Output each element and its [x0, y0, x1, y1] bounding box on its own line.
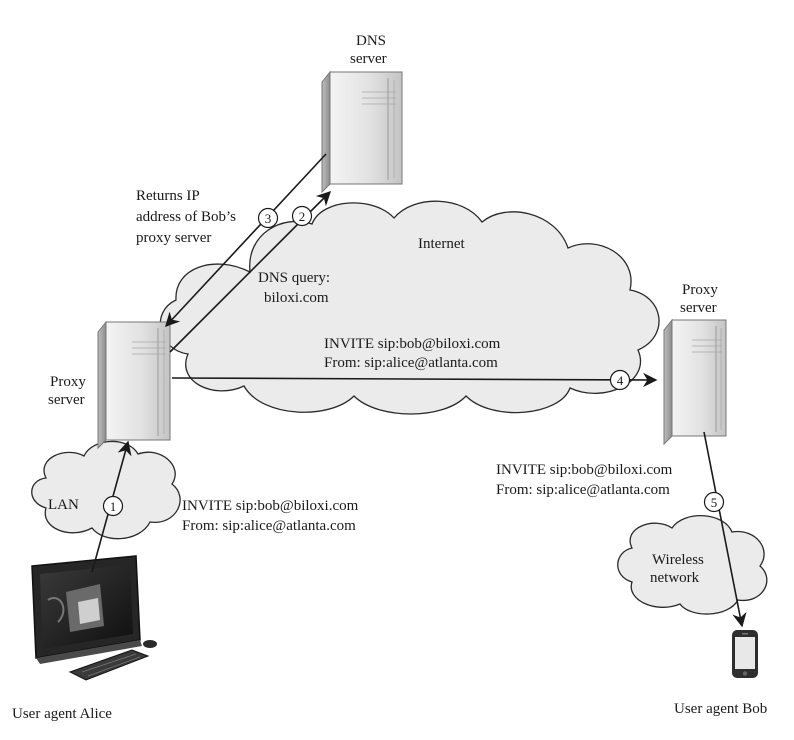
- arrow-proxy-to-proxy: [171, 372, 658, 388]
- step-3-number: 3: [265, 211, 272, 226]
- invite-lan-line2: From: sip:alice@atlanta.com: [182, 518, 356, 534]
- wireless-label-line1: Wireless: [652, 552, 704, 568]
- step-4-number: 4: [617, 373, 624, 388]
- returns-ip-line3: proxy server: [136, 230, 211, 246]
- arrow-dns-to-proxy: [165, 153, 327, 328]
- invite-bob-line1: INVITE sip:bob@biloxi.com: [496, 462, 673, 478]
- desktop-computer-icon: [31, 555, 157, 681]
- dns-server-label-line2: server: [350, 51, 387, 67]
- dns-server-icon: [321, 70, 403, 194]
- alice-proxy-label-line1: Proxy: [50, 374, 86, 390]
- lan-cloud: LAN: [31, 440, 181, 540]
- alice-proxy-label-line2: server: [48, 392, 85, 408]
- bob-proxy-server-icon: [663, 318, 727, 446]
- dns-query-annotation: DNS query: biloxi.com: [258, 270, 330, 306]
- invite-internet-line2: From: sip:alice@atlanta.com: [324, 355, 498, 371]
- step-4-marker: 4: [609, 369, 631, 391]
- step-2-marker: 2: [291, 205, 313, 227]
- step-2-number: 2: [299, 209, 306, 224]
- smartphone-icon: [732, 630, 758, 678]
- internet-label: Internet: [418, 236, 465, 252]
- internet-cloud: Internet: [159, 200, 660, 415]
- dns-query-line2: biloxi.com: [264, 290, 329, 306]
- wireless-cloud: Wireless network: [617, 515, 768, 615]
- alice-proxy-server-icon: [97, 320, 171, 450]
- invite-internet-line1: INVITE sip:bob@biloxi.com: [324, 336, 501, 352]
- bob-label: User agent Bob: [674, 701, 767, 717]
- invite-internet-annotation: INVITE sip:bob@biloxi.com From: sip:alic…: [324, 336, 501, 371]
- bob-proxy-label-line1: Proxy: [682, 282, 718, 298]
- returns-ip-annotation: Returns IP address of Bob’s proxy server: [136, 188, 236, 246]
- alice-label: User agent Alice: [12, 706, 112, 722]
- invite-bob-line2: From: sip:alice@atlanta.com: [496, 482, 670, 498]
- dns-server-label-line1: DNS: [356, 33, 386, 49]
- invite-lan-line1: INVITE sip:bob@biloxi.com: [182, 498, 359, 514]
- arrow-proxy-to-bob: [703, 431, 747, 628]
- dns-query-line1: DNS query:: [258, 270, 330, 286]
- invite-lan-annotation: INVITE sip:bob@biloxi.com From: sip:alic…: [182, 498, 359, 534]
- returns-ip-line1: Returns IP: [136, 188, 200, 204]
- step-5-marker: 5: [703, 491, 725, 513]
- lan-label: LAN: [48, 497, 79, 513]
- invite-bob-annotation: INVITE sip:bob@biloxi.com From: sip:alic…: [496, 462, 673, 498]
- returns-ip-line2: address of Bob’s: [136, 209, 236, 225]
- step-3-marker: 3: [257, 207, 279, 229]
- bob-proxy-label-line2: server: [680, 300, 717, 316]
- step-1-number: 1: [110, 499, 117, 514]
- step-1-marker: 1: [102, 495, 124, 517]
- wireless-label-line2: network: [650, 570, 700, 586]
- step-5-number: 5: [711, 495, 718, 510]
